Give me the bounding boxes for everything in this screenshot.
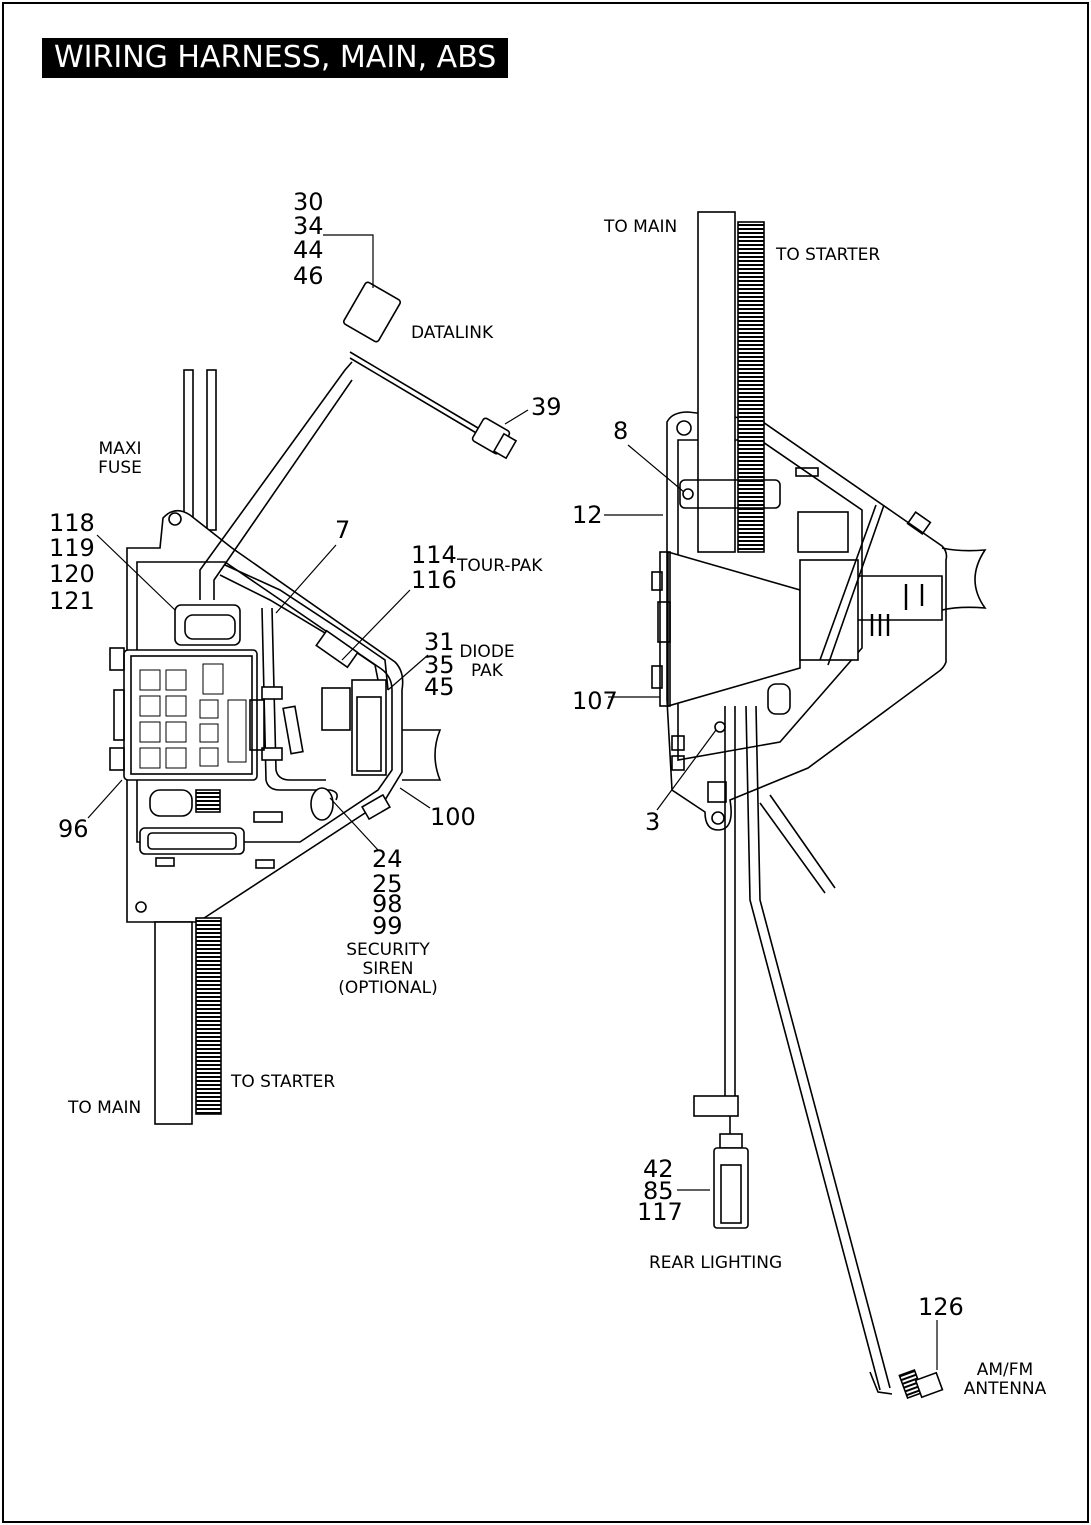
callout-99: 99: [372, 912, 403, 940]
callout-44: 44: [293, 236, 324, 264]
callout-100: 100: [430, 803, 476, 831]
callout-7: 7: [335, 516, 351, 544]
callout-121: 121: [49, 587, 95, 615]
callout-25: 25: [372, 870, 403, 898]
label-security-siren-line3: (OPTIONAL): [338, 978, 438, 998]
label-diode-pak-line1: DIODE: [459, 642, 515, 662]
label-left-to-starter: TO STARTER: [231, 1072, 336, 1092]
callout-107: 107: [572, 687, 618, 715]
left-harness-drawing: [109, 281, 518, 1125]
callout-3: 3: [645, 808, 661, 836]
callout-46: 46: [293, 262, 324, 290]
label-maxi-fuse-line1: MAXI: [98, 439, 142, 459]
callout-98: 98: [372, 890, 403, 918]
label-security-siren-line2: SIREN: [362, 959, 414, 979]
left-leader-lines: [87, 234, 529, 851]
label-am-fm-antenna: AM/FM ANTENNA: [955, 1361, 1055, 1399]
callout-12: 12: [572, 501, 603, 529]
callout-116: 116: [411, 566, 457, 594]
callout-85: 85: [643, 1177, 674, 1205]
label-left-to-main: TO MAIN: [68, 1098, 142, 1118]
label-right-to-starter: TO STARTER: [776, 245, 881, 265]
callout-42: 42: [643, 1155, 674, 1183]
page-title: WIRING HARNESS, MAIN, ABS: [42, 38, 509, 78]
callout-96: 96: [58, 815, 89, 843]
label-rear-lighting: REAR LIGHTING: [649, 1253, 783, 1273]
callout-24: 24: [372, 845, 403, 873]
right-harness-drawing: [651, 211, 987, 1400]
label-diode-pak-line2: PAK: [471, 661, 503, 681]
label-maxi-fuse: MAXI FUSE: [90, 440, 150, 478]
callout-114: 114: [411, 541, 457, 569]
callout-31: 31: [424, 628, 455, 656]
label-security-siren-line1: SECURITY: [346, 940, 430, 960]
callout-118: 118: [49, 509, 95, 537]
callout-117: 117: [637, 1198, 683, 1226]
label-diode-pak: DIODE PAK: [452, 643, 522, 681]
callout-8: 8: [613, 417, 629, 445]
right-leader-lines: [604, 444, 938, 1370]
callout-30: 30: [293, 188, 324, 216]
label-datalink: DATALINK: [411, 323, 494, 343]
callout-119: 119: [49, 534, 95, 562]
callout-120: 120: [49, 560, 95, 588]
label-security-siren: SECURITY SIREN (OPTIONAL): [318, 941, 458, 998]
callout-39: 39: [531, 393, 562, 421]
label-maxi-fuse-line2: FUSE: [98, 458, 142, 478]
callout-35: 35: [424, 651, 455, 679]
label-am-fm-antenna-line1: AM/FM: [976, 1360, 1034, 1380]
callout-45: 45: [424, 673, 455, 701]
callout-34: 34: [293, 212, 324, 240]
label-tour-pak: TOUR-PAK: [457, 556, 543, 576]
callout-126: 126: [918, 1293, 964, 1321]
label-right-to-main: TO MAIN: [604, 217, 678, 237]
label-am-fm-antenna-line2: ANTENNA: [963, 1379, 1047, 1399]
